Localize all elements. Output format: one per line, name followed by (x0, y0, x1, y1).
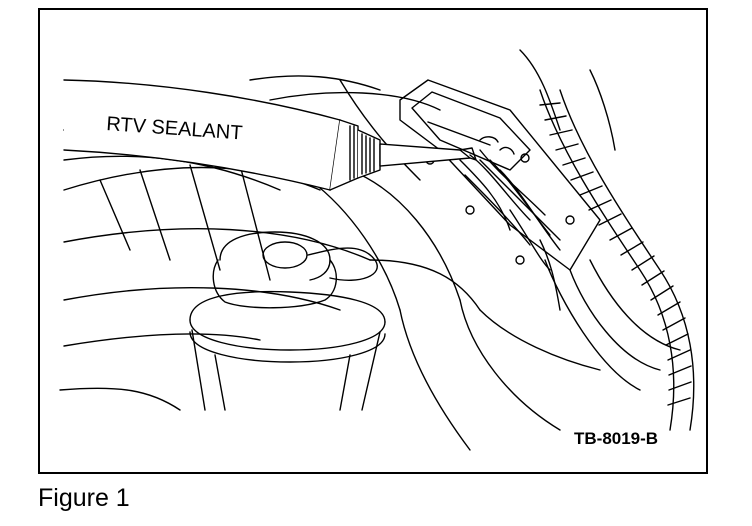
sealant-tube (63, 79, 477, 191)
figure-caption: Figure 1 (38, 484, 130, 512)
corrugated-conduit (539, 89, 695, 431)
connector-housing (399, 79, 601, 271)
figure-id-label: TB-8019-B (574, 429, 658, 448)
sealant-application-illustration: RTV SEALANT TB-8019-B (59, 49, 695, 451)
wire-bundle (459, 136, 681, 391)
figure-frame: RTV SEALANT TB-8019-B (38, 8, 708, 474)
body-panel-lines (59, 49, 616, 451)
reservoir-cap (189, 231, 386, 411)
